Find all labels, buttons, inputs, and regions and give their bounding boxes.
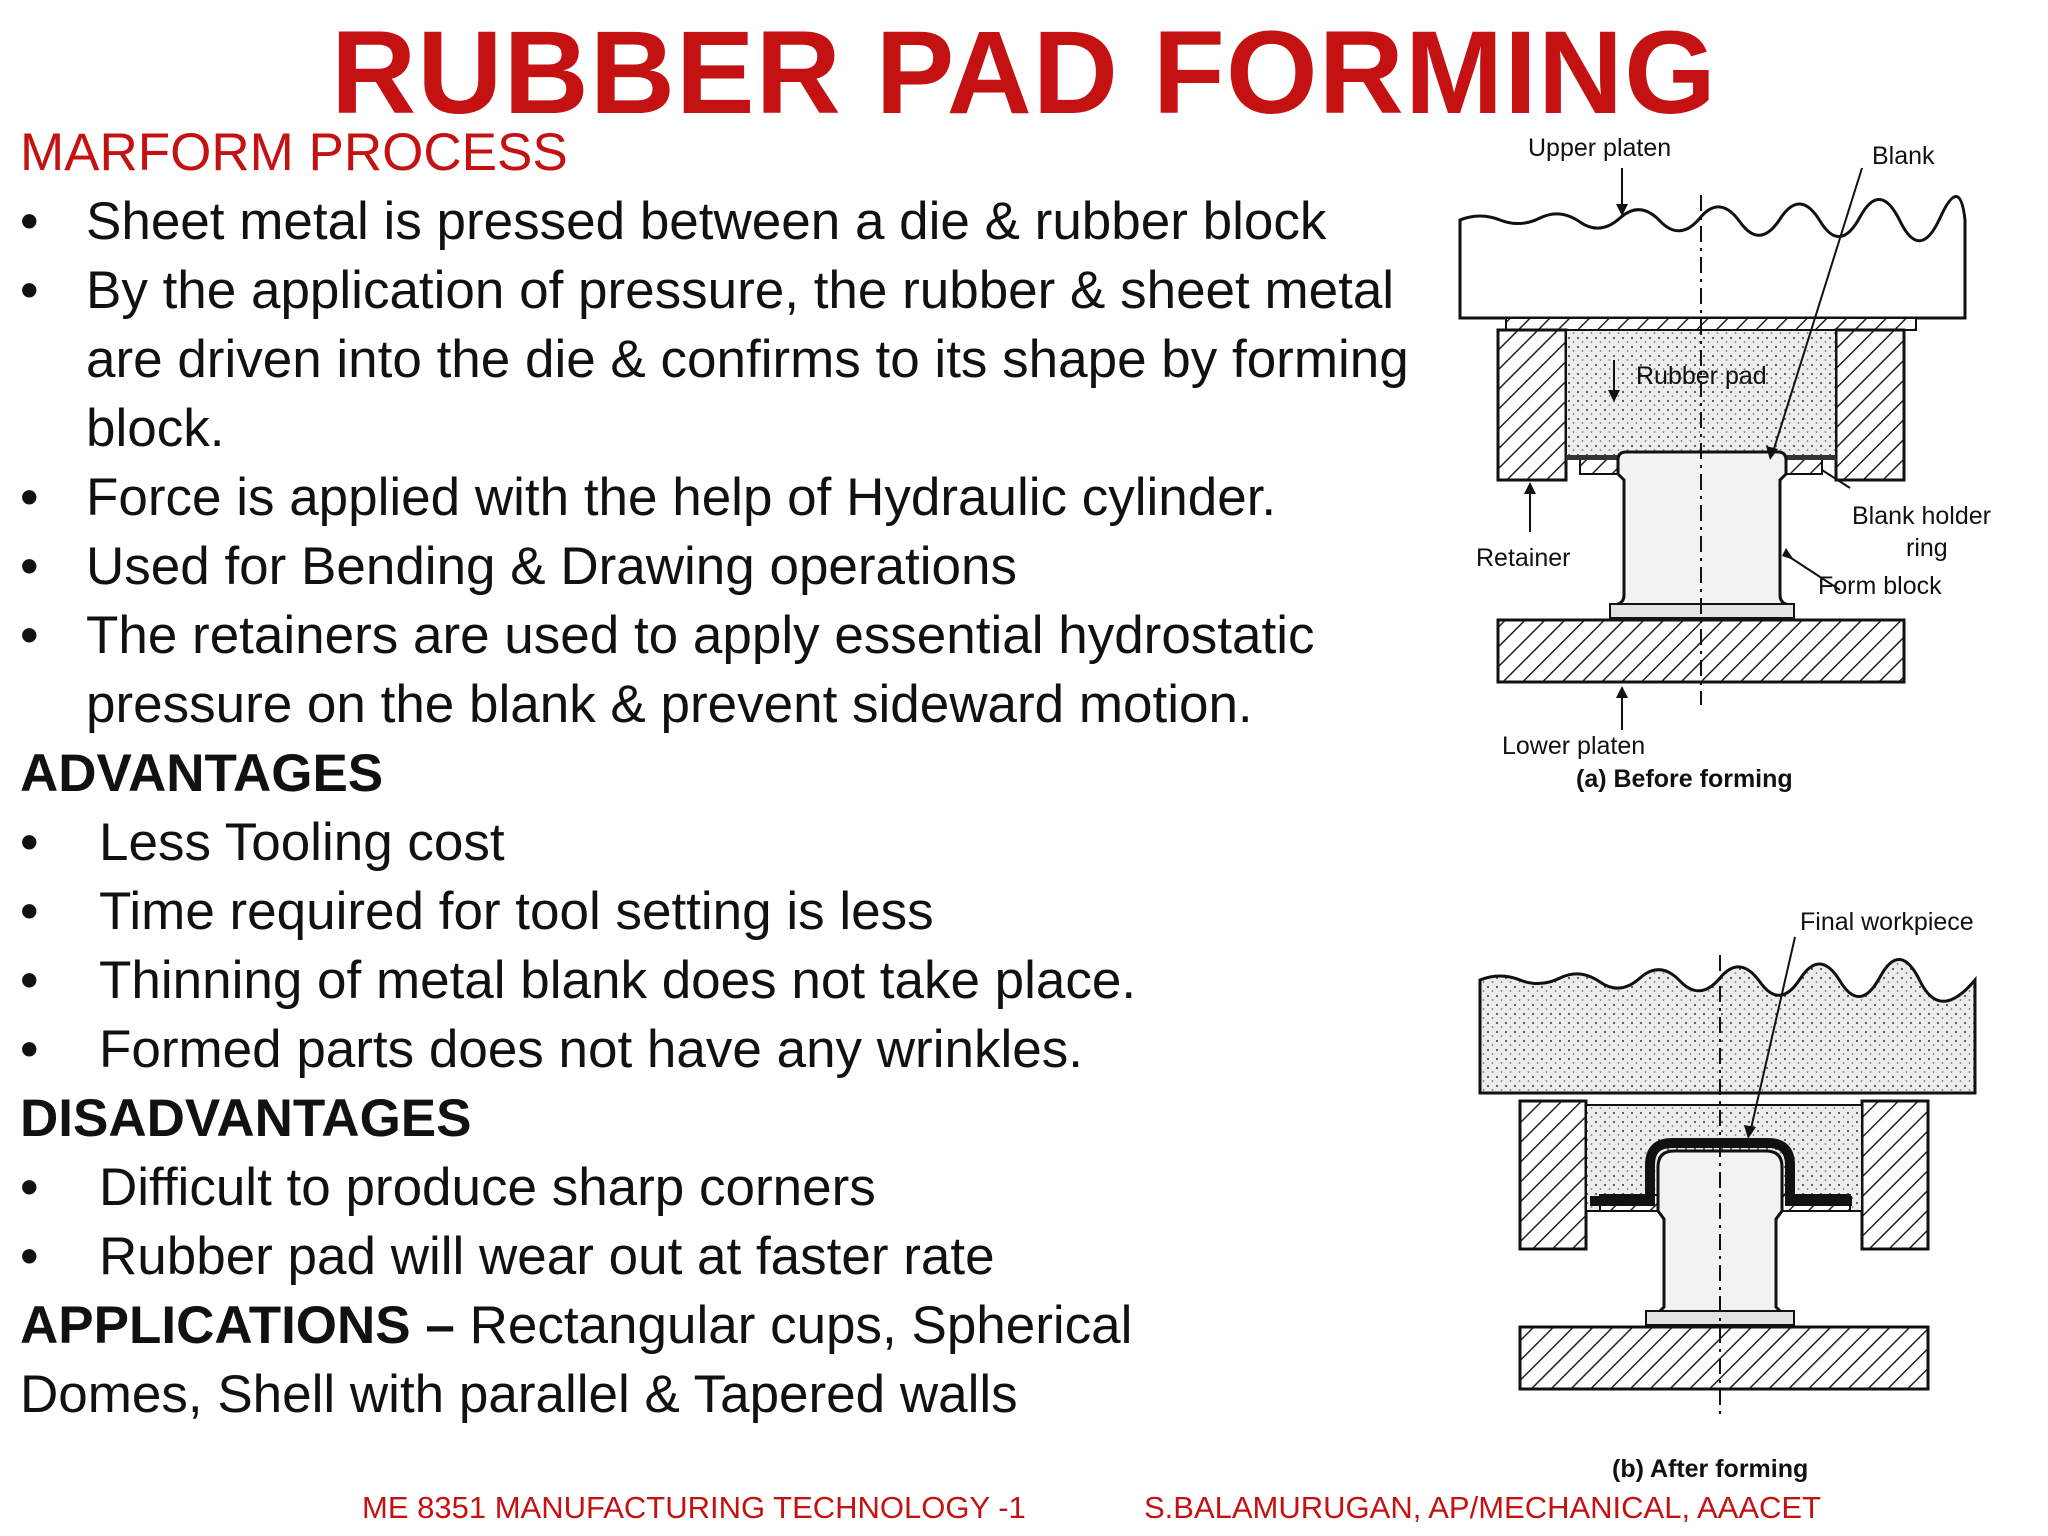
process-point: •The retainers are used to apply essenti… [20, 601, 1450, 739]
advantage-item: •Time required for tool setting is less [20, 877, 1450, 946]
label-form-block: Form block [1818, 572, 1942, 600]
process-subtitle: MARFORM PROCESS [20, 123, 568, 182]
process-point: •Sheet metal is pressed between a die & … [20, 187, 1450, 256]
arrowhead-icon [1524, 482, 1536, 494]
label-final-workpiece: Final workpiece [1800, 908, 1974, 936]
arrowhead-icon [1616, 686, 1628, 698]
label-upper-platen: Upper platen [1528, 134, 1671, 162]
label-blank-holder-ring-2: ring [1906, 534, 1948, 562]
process-point: •Used for Bending & Drawing operations [20, 532, 1450, 601]
arrowhead-icon [1782, 548, 1794, 560]
figure-before-forming: Upper platen Blank Rubber pad Blank hold… [1458, 134, 1991, 793]
applications-text: Rectangular cups, Spherical Domes, Shell… [20, 1296, 1133, 1424]
blank-holder-leader [1821, 469, 1851, 489]
disadvantages-heading: DISADVANTAGES [20, 1089, 472, 1148]
disadvantages-list: •Difficult to produce sharp corners •Rub… [20, 1153, 1450, 1291]
arrowhead-icon [1766, 446, 1778, 460]
retainer-right [1834, 328, 1906, 482]
advantage-item: •Less Tooling cost [20, 808, 1450, 877]
label-rubber-pad: Rubber pad [1636, 362, 1767, 390]
label-lower-platen: Lower platen [1502, 732, 1645, 760]
label-blank: Blank [1872, 142, 1935, 170]
disadvantage-item: •Rubber pad will wear out at faster rate [20, 1222, 1450, 1291]
footer-author: S.BALAMURUGAN, AP/MECHANICAL, AAACET [1144, 1490, 1822, 1525]
form-block-leader [1787, 555, 1841, 591]
label-retainer: Retainer [1476, 544, 1571, 572]
bullet-icon: • [20, 606, 39, 665]
bullet-icon: • [20, 537, 39, 596]
slide-content: MARFORM PROCESS •Sheet metal is pressed … [20, 118, 1450, 1429]
slide-title: RUBBER PAD FORMING [331, 7, 1717, 139]
label-blank-holder-ring-1: Blank holder [1852, 502, 1991, 530]
advantages-heading: ADVANTAGES [20, 744, 384, 803]
caption-before-forming: (a) Before forming [1576, 765, 1793, 793]
final-workpiece-leader [1749, 936, 1796, 1134]
process-point: •Force is applied with the help of Hydra… [20, 463, 1450, 532]
applications-paragraph: APPLICATIONS – Rectangular cups, Spheric… [20, 1291, 1260, 1429]
bullet-icon: • [20, 468, 39, 527]
process-point: •By the application of pressure, the rub… [20, 256, 1450, 463]
upper-platen [1478, 958, 1977, 1095]
bullet-icon: • [20, 261, 39, 320]
advantage-item: •Thinning of metal blank does not take p… [20, 946, 1450, 1015]
advantages-list: •Less Tooling cost •Time required for to… [20, 808, 1450, 1084]
arrowhead-icon [1616, 204, 1628, 216]
upper-platen [1458, 195, 1967, 320]
bullet-icon: • [20, 813, 39, 872]
blank-leader [1771, 167, 1863, 456]
footer-course: ME 8351 MANUFACTURING TECHNOLOGY -1 [362, 1490, 1026, 1525]
bullet-icon: • [20, 951, 39, 1010]
form-block [1652, 1149, 1788, 1317]
process-list: •Sheet metal is pressed between a die & … [20, 187, 1450, 739]
arrowhead-icon [1608, 390, 1620, 402]
applications-label: APPLICATIONS – [20, 1296, 455, 1355]
disadvantage-item: •Difficult to produce sharp corners [20, 1153, 1450, 1222]
bullet-icon: • [20, 192, 39, 251]
figure-after-forming: Final workpiece (b) After forming [1478, 908, 1977, 1483]
top-plate-hatch [1505, 317, 1917, 331]
retainer-right [1860, 1099, 1930, 1251]
retainer-left [1496, 328, 1568, 482]
arrowhead-icon [1744, 1125, 1756, 1139]
bullet-icon: • [20, 1020, 39, 1079]
lower-platen [1518, 1325, 1930, 1391]
bullet-icon: • [20, 1227, 39, 1286]
advantage-item: •Formed parts does not have any wrinkles… [20, 1015, 1450, 1084]
retainer-left [1518, 1099, 1588, 1251]
bullet-icon: • [20, 882, 39, 941]
bullet-icon: • [20, 1158, 39, 1217]
caption-after-forming: (b) After forming [1612, 1455, 1808, 1483]
